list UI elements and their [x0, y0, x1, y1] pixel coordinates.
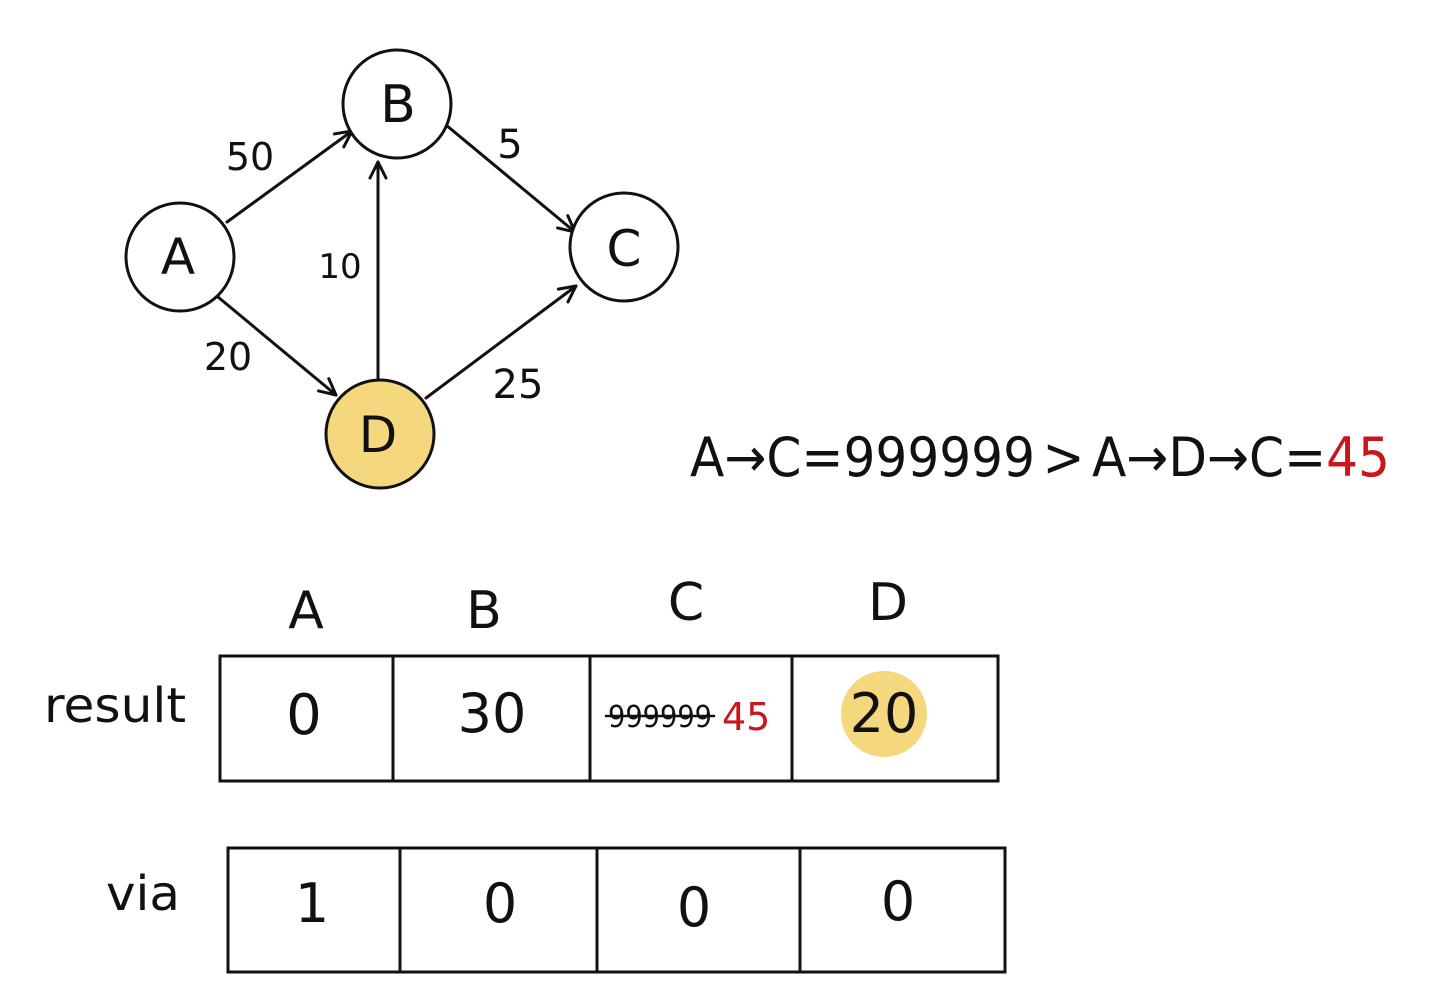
- edge-a-d: [216, 295, 338, 397]
- column-headers: A B C D: [288, 573, 908, 641]
- equation-text: A→C=999999>A→D→C=45: [690, 426, 1390, 489]
- edge-a-b: [225, 129, 354, 224]
- edge-b-c: [444, 123, 577, 234]
- weight-a-d: 20: [204, 335, 252, 379]
- node-a-label: A: [161, 228, 195, 286]
- node-a: A: [124, 201, 236, 313]
- result-label: result: [44, 678, 186, 734]
- result-cell-c: [588, 654, 794, 783]
- node-b: B: [341, 48, 453, 160]
- via-cell-d: [798, 846, 1007, 974]
- edge-weights: 50 20 10 5 25: [204, 122, 544, 408]
- result-old-value-c: 999999: [608, 700, 712, 735]
- via-label: via: [106, 866, 180, 922]
- node-c-label: C: [607, 220, 642, 278]
- via-value-c: 0: [677, 876, 711, 939]
- node-d-label: D: [359, 406, 398, 464]
- column-header-b: B: [466, 581, 502, 641]
- result-value-b: 30: [458, 682, 527, 745]
- weight-d-c: 25: [493, 362, 544, 408]
- via-row: via 1 0 0 0: [106, 846, 1007, 974]
- via-value-a: 1: [295, 872, 329, 935]
- weight-d-b: 10: [318, 247, 361, 287]
- via-value-d: 0: [881, 870, 915, 933]
- column-header-d: D: [868, 573, 908, 633]
- result-new-value-c: 45: [722, 695, 770, 739]
- graph-nodes: A B C D: [124, 48, 680, 490]
- node-d: D: [324, 378, 436, 490]
- node-c: C: [568, 191, 680, 303]
- result-highlight-d: [841, 671, 927, 757]
- column-header-c: C: [668, 573, 704, 633]
- weight-b-c: 5: [497, 122, 522, 168]
- equation-result: 45: [1326, 426, 1390, 489]
- via-cell-a: [226, 846, 402, 974]
- result-value-a: 0: [286, 683, 322, 748]
- node-b-label: B: [380, 75, 416, 135]
- edge-d-c: [424, 284, 578, 400]
- via-cell-b: [398, 846, 599, 974]
- graph-edges: [216, 123, 578, 400]
- column-header-a: A: [288, 581, 324, 641]
- via-value-b: 0: [483, 872, 517, 935]
- result-cell-b: [391, 654, 592, 783]
- result-row: result 0 30 999999 45 20: [44, 654, 1000, 783]
- result-value-d: 20: [850, 682, 919, 745]
- weight-a-b: 50: [226, 135, 274, 179]
- result-cell-a: [218, 654, 395, 783]
- equation: A→C=999999>A→D→C=45: [690, 426, 1390, 489]
